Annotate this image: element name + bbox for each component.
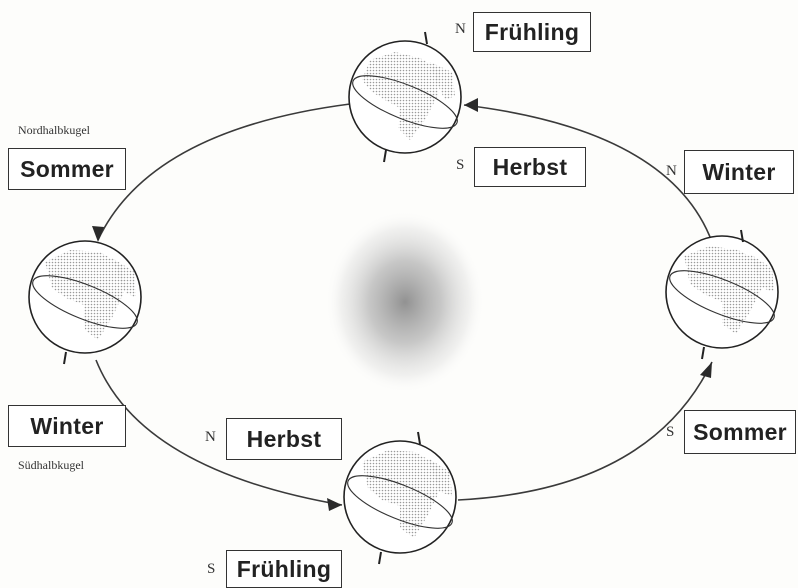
season-label-top-north: Frühling (473, 12, 591, 52)
arrow-right-icon (700, 362, 712, 378)
sun (325, 210, 485, 394)
hemisphere-label-south: Südhalbkugel (18, 459, 84, 471)
orbit-arc-top-left (98, 104, 350, 240)
season-label-right-north: Winter (684, 150, 794, 194)
arrow-left-icon (92, 226, 104, 242)
arrow-top-icon (464, 98, 478, 112)
season-label-bottom-north: Herbst (226, 418, 342, 460)
season-label-left-south: Winter (8, 405, 126, 447)
south-marker-bottom: S (207, 562, 215, 577)
south-marker-top: S (456, 158, 464, 173)
season-label-bottom-south: Frühling (226, 550, 342, 588)
globe-left (27, 241, 144, 364)
season-label-right-south: Sommer (684, 410, 796, 454)
arrow-bottom-icon (327, 498, 342, 511)
season-label-top-south: Herbst (474, 147, 586, 187)
globe-right (664, 230, 781, 359)
south-marker-right: S (666, 425, 674, 440)
season-label-left-north: Sommer (8, 148, 126, 190)
globe-bottom (342, 432, 459, 564)
north-marker-top: N (455, 22, 466, 37)
hemisphere-label-north: Nordhalbkugel (18, 124, 90, 136)
north-marker-bottom: N (205, 430, 216, 445)
north-marker-right: N (666, 164, 677, 179)
globe-top (347, 32, 464, 162)
